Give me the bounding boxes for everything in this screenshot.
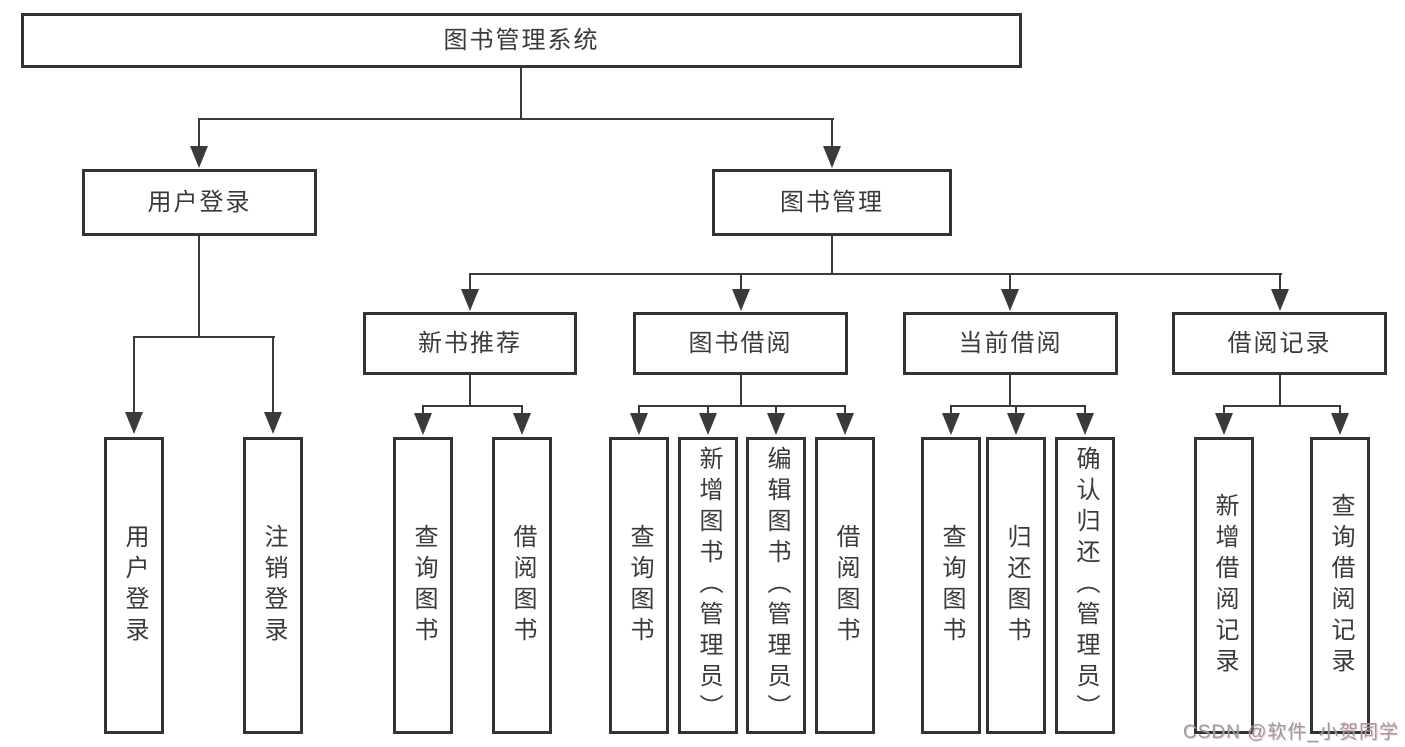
connector-line xyxy=(422,405,424,415)
leaf-query-books-current: 查询图书 xyxy=(921,437,981,734)
arrowhead-icon xyxy=(513,413,531,435)
node-label: 确认归还（管理员） xyxy=(1072,446,1099,725)
connector-line xyxy=(1009,273,1011,291)
node-label: 用户登录 xyxy=(147,188,252,216)
connector-line xyxy=(133,336,275,338)
leaf-query-books-recommend: 查询图书 xyxy=(393,437,453,734)
leaf-borrow-books: 借阅图书 xyxy=(815,437,875,734)
node-label: 查询图书 xyxy=(626,523,653,648)
node-label: 借阅图书 xyxy=(832,523,859,648)
connector-line xyxy=(469,273,471,291)
arrowhead-icon xyxy=(461,289,479,311)
node-label: 编辑图书（管理员） xyxy=(763,446,790,725)
node-label: 图书管理 xyxy=(780,188,884,216)
node-book-management: 图书管理 xyxy=(712,169,952,236)
connector-line xyxy=(198,118,834,120)
connector-line xyxy=(469,273,1282,275)
arrowhead-icon xyxy=(264,412,282,434)
arrowhead-icon xyxy=(767,413,785,435)
leaf-logout: 注销登录 xyxy=(243,437,303,734)
connector-line xyxy=(1279,273,1281,291)
arrowhead-icon xyxy=(823,146,841,168)
arrowhead-icon xyxy=(942,413,960,435)
arrowhead-icon xyxy=(190,146,208,168)
connector-line xyxy=(1339,405,1341,415)
connector-line xyxy=(1223,405,1225,415)
node-label: 注销登录 xyxy=(260,523,287,648)
connector-line xyxy=(638,405,640,415)
arrowhead-icon xyxy=(836,413,854,435)
node-label: 查询图书 xyxy=(410,523,437,648)
leaf-add-book-admin: 新增图书（管理员） xyxy=(678,437,738,734)
node-label: 查询借阅记录 xyxy=(1327,492,1354,679)
arrowhead-icon xyxy=(414,413,432,435)
connector-line xyxy=(1279,375,1281,407)
connector-line xyxy=(1009,375,1011,407)
node-label: 当前借阅 xyxy=(958,329,1063,357)
connector-line xyxy=(1084,405,1086,415)
connector-line xyxy=(638,405,846,407)
node-new-book-recommend: 新书推荐 xyxy=(363,312,577,375)
connector-line xyxy=(831,118,833,148)
connector-line xyxy=(950,405,952,415)
connector-line xyxy=(831,236,833,275)
arrowhead-icon xyxy=(630,413,648,435)
arrowhead-icon xyxy=(1331,413,1349,435)
arrowhead-icon xyxy=(125,412,143,434)
leaf-return-book: 归还图书 xyxy=(986,437,1046,734)
leaf-borrow-books-recommend: 借阅图书 xyxy=(492,437,552,734)
leaf-confirm-return-admin: 确认归还（管理员） xyxy=(1055,437,1115,734)
arrowhead-icon xyxy=(1271,289,1289,311)
connector-line xyxy=(198,118,200,148)
node-label: 图书管理系统 xyxy=(443,26,600,54)
arrowhead-icon xyxy=(732,289,750,311)
leaf-edit-book-admin: 编辑图书（管理员） xyxy=(746,437,806,734)
node-label: 新增借阅记录 xyxy=(1211,492,1238,679)
node-label: 借阅图书 xyxy=(509,523,536,648)
node-user-login: 用户登录 xyxy=(82,169,317,236)
connector-line xyxy=(1015,405,1017,415)
arrowhead-icon xyxy=(1007,413,1025,435)
arrowhead-icon xyxy=(1076,413,1094,435)
node-library-management-system: 图书管理系统 xyxy=(21,13,1022,68)
leaf-user-login: 用户登录 xyxy=(104,437,164,734)
node-label: 查询图书 xyxy=(938,523,965,648)
connector-line xyxy=(133,336,135,414)
connector-line xyxy=(740,375,742,407)
connector-line xyxy=(422,405,523,407)
connector-line xyxy=(198,236,200,336)
node-label: 新增图书（管理员） xyxy=(695,446,722,725)
node-borrow-records: 借阅记录 xyxy=(1172,312,1387,375)
node-label: 用户登录 xyxy=(121,523,148,648)
node-current-borrow: 当前借阅 xyxy=(903,312,1118,375)
connector-line xyxy=(521,405,523,415)
node-label: 新书推荐 xyxy=(418,329,522,357)
node-book-borrow: 图书借阅 xyxy=(633,312,848,375)
node-label: 借阅记录 xyxy=(1227,329,1332,357)
arrowhead-icon xyxy=(1215,413,1233,435)
node-label: 归还图书 xyxy=(1003,523,1030,648)
connector-line xyxy=(740,273,742,291)
arrowhead-icon xyxy=(1001,289,1019,311)
leaf-query-books-borrow: 查询图书 xyxy=(609,437,669,734)
watermark: CSDN @软件_小贺同学 xyxy=(1183,722,1399,743)
leaf-query-borrow-record: 查询借阅记录 xyxy=(1310,437,1370,734)
node-label: 图书借阅 xyxy=(688,329,793,357)
connector-line xyxy=(520,68,522,118)
connector-line xyxy=(950,405,1086,407)
connector-line xyxy=(775,405,777,415)
leaf-add-borrow-record: 新增借阅记录 xyxy=(1194,437,1254,734)
connector-line xyxy=(844,405,846,415)
connector-line xyxy=(469,375,471,407)
arrowhead-icon xyxy=(699,413,717,435)
connector-line xyxy=(1223,405,1341,407)
connector-line xyxy=(272,336,274,414)
connector-line xyxy=(707,405,709,415)
